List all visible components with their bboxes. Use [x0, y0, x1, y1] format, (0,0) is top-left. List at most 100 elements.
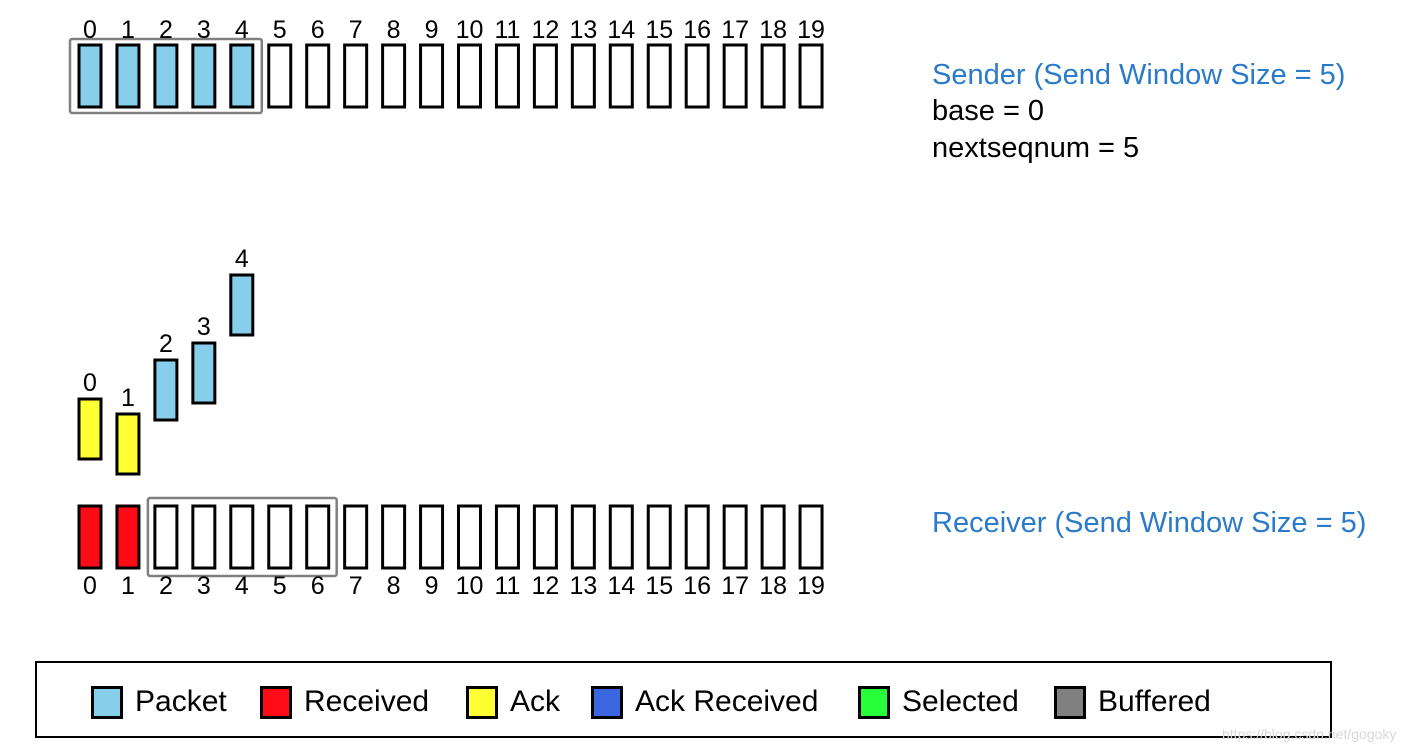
- receiver-slot-box: [305, 504, 331, 570]
- receiver-slot-label: 12: [531, 572, 559, 600]
- legend-label: Ack Received: [635, 685, 819, 718]
- receiver-slot-label: 16: [683, 572, 711, 600]
- legend-item-ack: Ack: [466, 683, 560, 721]
- receiver-slot-label: 7: [349, 572, 363, 600]
- legend-label: Ack: [510, 685, 561, 718]
- receiver-slot-box: [153, 504, 179, 570]
- sender-slot-box: [419, 43, 445, 109]
- sender-slot-box: [229, 43, 255, 109]
- receiver-slot-label: 19: [797, 572, 825, 600]
- sender-slot-label: 17: [721, 16, 749, 44]
- sender-base-text: base = 0: [932, 95, 1045, 127]
- receiver-title: Receiver (Send Window Size = 5): [932, 507, 1367, 539]
- receiver-slot-label: 4: [235, 572, 249, 600]
- sender-slot-box: [722, 43, 748, 109]
- in-flight-packet-label: 2: [159, 330, 173, 358]
- receiver-slot-label: 6: [311, 572, 325, 600]
- receiver-window-frame: [146, 496, 338, 578]
- legend-swatch-ack-received: [591, 685, 623, 719]
- watermark: https://blog.csdn.net/gogoky: [1222, 726, 1397, 742]
- sender-slot-label: 2: [159, 16, 173, 44]
- legend-label: Buffered: [1098, 685, 1211, 718]
- sender-slot-box: [570, 43, 596, 109]
- sender-slot-box: [191, 43, 217, 109]
- in-flight-packet: [229, 273, 255, 337]
- receiver-slot-label: 18: [759, 572, 787, 600]
- sender-slot-label: 13: [569, 16, 597, 44]
- receiver-slot-label: 2: [159, 572, 173, 600]
- receiver-slot-box: [191, 504, 217, 570]
- in-flight-packet-label: 4: [235, 245, 249, 273]
- sender-slot-label: 11: [494, 16, 520, 44]
- receiver-slot-box: [381, 504, 407, 570]
- receiver-slot-box: [494, 504, 520, 570]
- receiver-slot-label: 8: [387, 572, 401, 600]
- sender-slot-box: [457, 43, 482, 109]
- legend-swatch-buffered: [1054, 685, 1086, 719]
- receiver-slot-label: 17: [721, 572, 749, 600]
- sender-slot-box: [381, 43, 407, 109]
- sender-slot-label: 0: [83, 16, 97, 44]
- receiver-slot-box: [532, 504, 558, 570]
- legend-swatch-received: [260, 685, 292, 719]
- receiver-slot-box: [684, 504, 710, 570]
- sender-nextseqnum-text: nextseqnum = 5: [932, 132, 1140, 164]
- in-flight-packet: [153, 358, 179, 422]
- sender-slot-box: [532, 43, 558, 109]
- sender-slot-box: [115, 43, 141, 109]
- sender-slot-label: 1: [121, 16, 135, 44]
- legend-item-packet: Packet: [91, 683, 227, 721]
- receiver-slot-box: [722, 504, 748, 570]
- sender-slot-box: [646, 43, 672, 109]
- in-flight-packet-label: 0: [83, 369, 97, 397]
- sender-slot-label: 6: [311, 16, 325, 44]
- sender-window-frame: [68, 37, 264, 115]
- sender-slot-label: 7: [349, 16, 363, 44]
- legend: Packet Received Ack Ack Received Selecte…: [35, 661, 1332, 738]
- legend-swatch-ack: [466, 685, 498, 719]
- sender-slot-box: [760, 43, 786, 109]
- receiver-slot-label: 11: [494, 572, 520, 600]
- receiver-slot-label: 1: [121, 572, 135, 600]
- sender-slot-label: 9: [425, 16, 439, 44]
- receiver-slot-box: [229, 504, 255, 570]
- legend-label: Received: [304, 685, 430, 718]
- in-flight-packet-label: 3: [197, 313, 211, 341]
- legend-label: Packet: [135, 685, 227, 718]
- receiver-slot-box: [115, 504, 141, 570]
- receiver-slot-box: [570, 504, 596, 570]
- sender-slot-label: 12: [531, 16, 559, 44]
- sender-slot-label: 4: [235, 16, 249, 44]
- sender-slot-label: 3: [197, 16, 211, 44]
- sender-slot-box: [343, 43, 369, 109]
- receiver-slot-label: 13: [569, 572, 597, 600]
- sender-slot-box: [267, 43, 293, 109]
- in-flight-packet: [77, 397, 103, 461]
- sender-slot-box: [608, 43, 634, 109]
- sender-slot-label: 5: [273, 16, 287, 44]
- sender-slot-label: 18: [759, 16, 787, 44]
- sender-slot-label: 8: [387, 16, 401, 44]
- receiver-slot-box: [608, 504, 634, 570]
- receiver-slot-label: 10: [456, 572, 484, 600]
- receiver-slot-box: [343, 504, 369, 570]
- receiver-slot-box: [646, 504, 672, 570]
- sender-slot-box: [684, 43, 710, 109]
- receiver-slot-box: [798, 504, 824, 570]
- legend-swatch-selected: [858, 685, 890, 719]
- legend-label: Selected: [902, 685, 1019, 718]
- legend-swatch-packet: [91, 685, 123, 719]
- legend-item-received: Received: [260, 683, 429, 721]
- sender-slot-label: 14: [607, 16, 635, 44]
- sender-title: Sender (Send Window Size = 5): [932, 59, 1346, 91]
- sender-slot-label: 16: [683, 16, 711, 44]
- receiver-slot-label: 0: [83, 572, 97, 600]
- receiver-slot-box: [419, 504, 445, 570]
- legend-item-ack-received: Ack Received: [591, 683, 818, 721]
- legend-item-selected: Selected: [858, 683, 1019, 721]
- sender-slot-label: 10: [456, 16, 484, 44]
- sender-slot-box: [494, 43, 520, 109]
